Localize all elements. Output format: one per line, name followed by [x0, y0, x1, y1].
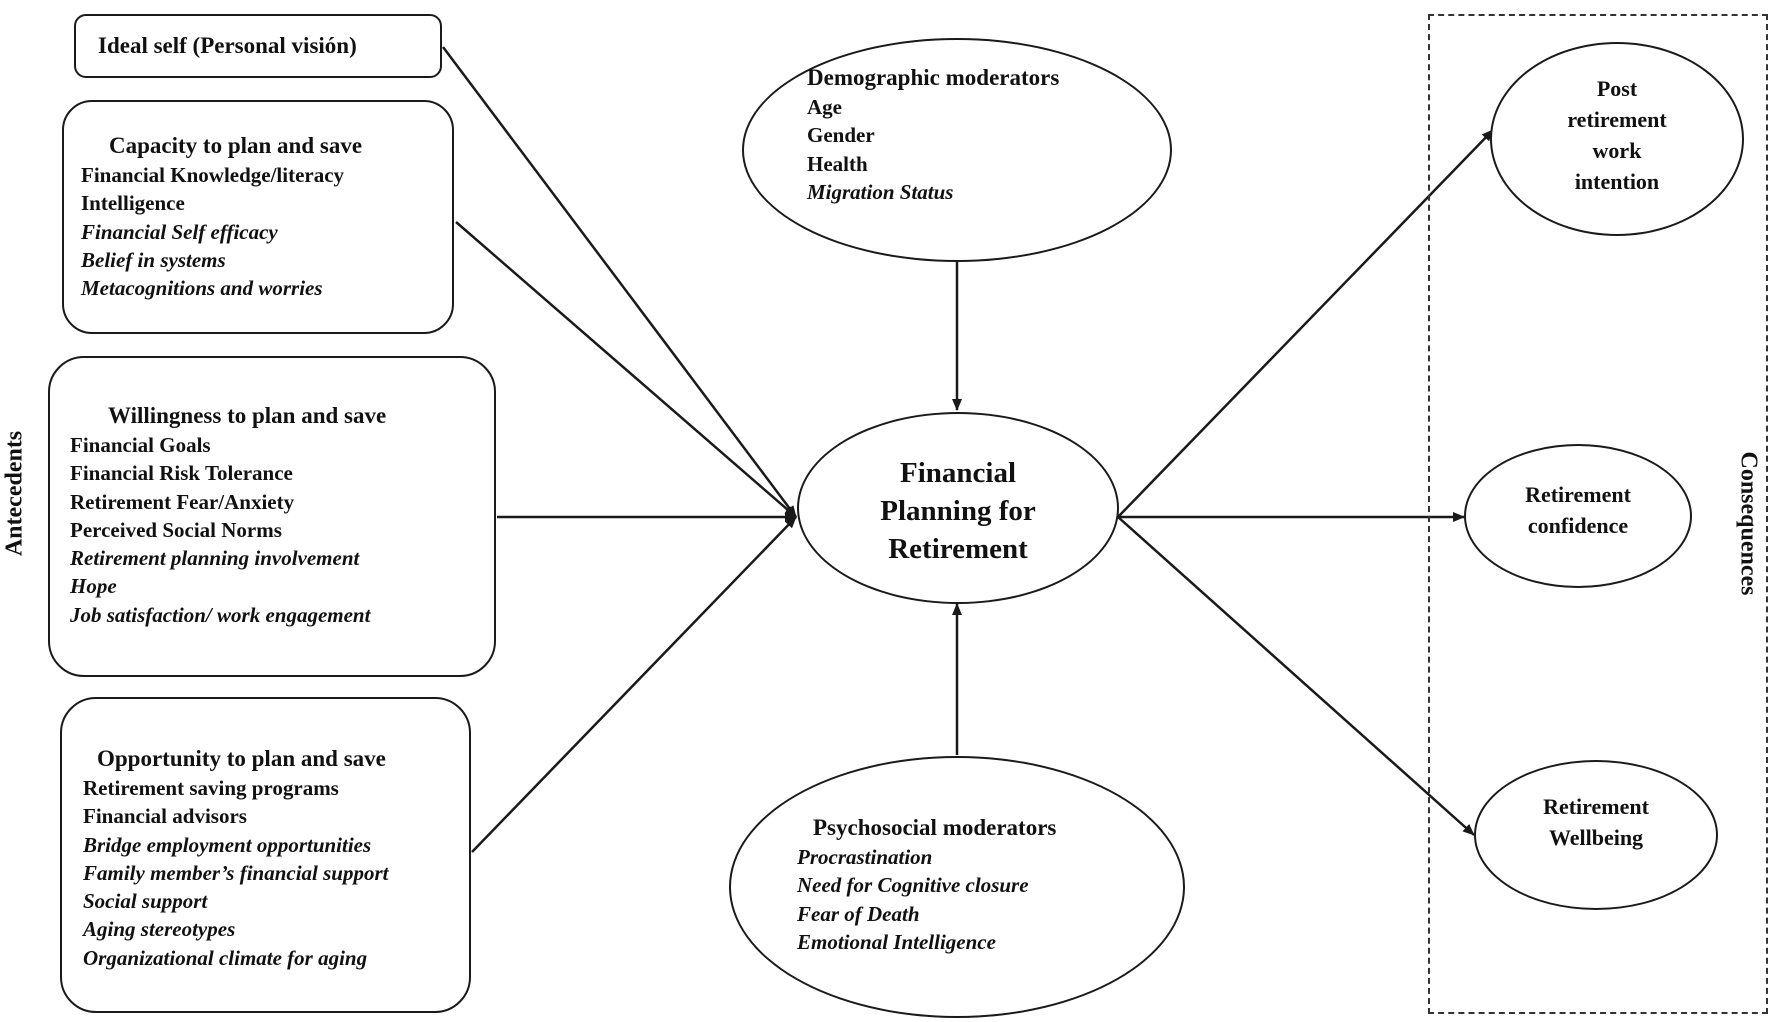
list-item: Social support: [83, 889, 208, 914]
post-retirement-text: Post retirement work intention: [1492, 73, 1742, 197]
capacity-title: Capacity to plan and save: [109, 133, 363, 158]
list-item: Family member’s financial support: [83, 860, 389, 885]
list-item: Procrastination: [797, 845, 933, 869]
list-item: Intelligence: [81, 191, 185, 216]
text-line: Retirement: [888, 533, 1028, 565]
list-item: Hope: [70, 574, 117, 599]
list-item: Financial Goals: [70, 433, 211, 457]
opportunity-box: Opportunity to plan and save Retirement …: [60, 697, 471, 1013]
arrow-opportunity-to-center: [471, 516, 797, 853]
list-item: Job satisfaction/ work engagement: [70, 602, 371, 627]
list-item: Financial Risk Tolerance: [70, 461, 293, 486]
list-item: Retirement saving programs: [83, 776, 339, 800]
capacity-box: Capacity to plan and save Financial Know…: [62, 100, 454, 334]
text-line: work: [1592, 138, 1642, 163]
list-item: Health: [807, 151, 868, 176]
arrow-center-to-wellbeing: [1117, 516, 1475, 836]
list-item: Metacognitions and worries: [81, 276, 323, 301]
ideal-self-title: Ideal self (Personal visión): [98, 33, 357, 58]
psychosocial-title: Psychosocial moderators: [813, 815, 1057, 840]
list-item: Bridge employment opportunities: [83, 832, 372, 857]
list-item: Aging stereotypes: [83, 917, 236, 942]
arrow-center-to-post-retirement: [1117, 129, 1494, 518]
list-item: Retirement Fear/Anxiety: [70, 489, 295, 514]
willingness-box: Willingness to plan and save Financial G…: [48, 356, 496, 677]
list-item: Age: [807, 95, 842, 119]
post-retirement-ellipse: Post retirement work intention: [1490, 42, 1744, 236]
text-line: Wellbeing: [1548, 825, 1644, 850]
list-item: Perceived Social Norms: [70, 517, 282, 542]
list-item: Need for Cognitive closure: [797, 873, 1029, 898]
list-item: Fear of Death: [797, 901, 920, 926]
opportunity-title: Opportunity to plan and save: [97, 746, 386, 771]
text-line: confidence: [1527, 513, 1629, 538]
list-item: Organizational climate for aging: [83, 945, 368, 970]
list-item: Financial advisors: [83, 804, 247, 829]
retirement-confidence-ellipse: Retirement confidence: [1464, 444, 1692, 588]
list-item: Belief in systems: [81, 247, 226, 272]
ideal-self-box: Ideal self (Personal visión): [74, 14, 442, 78]
willingness-title: Willingness to plan and save: [108, 403, 387, 428]
list-item: Migration Status: [807, 179, 954, 204]
text-line: Post: [1596, 76, 1638, 101]
list-item: Financial Self efficacy: [81, 219, 278, 244]
list-item: Retirement planning involvement: [70, 546, 360, 571]
text-line: Financial: [899, 457, 1016, 489]
demographic-title: Demographic moderators: [807, 65, 1060, 90]
text-line: intention: [1574, 169, 1660, 194]
antecedents-label: Antecedents: [1, 430, 28, 557]
arrow-capacity-to-center: [455, 221, 797, 518]
list-item: Financial Knowledge/literacy: [81, 163, 345, 187]
text-line: retirement: [1567, 107, 1667, 132]
text-line: Retirement: [1543, 794, 1649, 819]
retirement-confidence-text: Retirement confidence: [1466, 479, 1690, 541]
text-line: Planning for: [880, 495, 1036, 527]
consequences-frame: [1428, 14, 1768, 1014]
arrow-ideal-self-to-center: [442, 46, 797, 518]
text-line: Retirement: [1525, 482, 1631, 507]
list-item: Emotional Intelligence: [797, 929, 996, 954]
list-item: Gender: [807, 123, 875, 148]
